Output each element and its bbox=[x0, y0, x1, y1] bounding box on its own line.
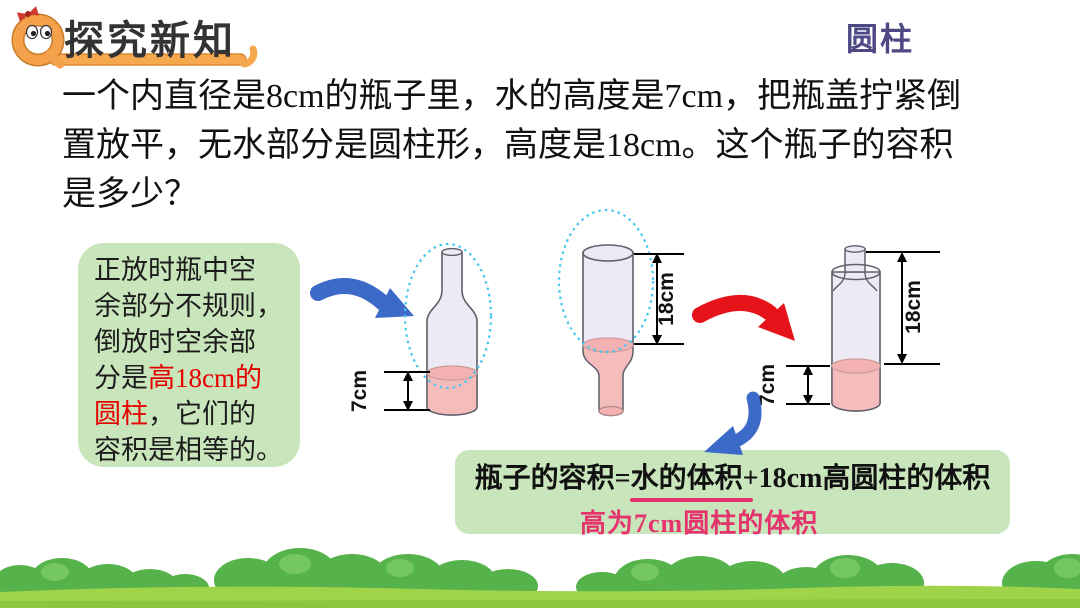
grass-base-shadow bbox=[0, 599, 1080, 608]
grass-decoration bbox=[0, 548, 1080, 608]
formula-underline bbox=[630, 498, 753, 502]
conclusion-box: 瓶子的容积=水的体积+18cm高圆柱的体积 高为7cm圆柱的体积 bbox=[455, 450, 1010, 538]
capacity-formula: 瓶子的容积=水的体积+18cm高圆柱的体积 bbox=[474, 463, 991, 494]
note-line: 余部分不规则， bbox=[94, 291, 283, 321]
air-height-label: 18cm bbox=[655, 272, 678, 326]
bow-icon bbox=[16, 6, 40, 22]
air-height-measure bbox=[866, 251, 940, 365]
problem-line-3: 是多少？ bbox=[62, 176, 198, 213]
blue-down-arrow-icon bbox=[704, 391, 762, 455]
red-right-arrow-icon bbox=[692, 295, 795, 341]
water-height-measure bbox=[384, 371, 430, 411]
note-line: 容积是相等的。 bbox=[94, 435, 283, 465]
figure-cylinder-model: 18cm 7cm bbox=[756, 245, 940, 412]
dotted-ellipse-empty-part bbox=[403, 242, 493, 390]
air-height-label: 18cm bbox=[902, 280, 925, 334]
formula-annotation: 高为7cm圆柱的体积 bbox=[580, 509, 819, 538]
water-height-label: 7cm bbox=[348, 370, 371, 412]
problem-text: 一个内直径是8cm的瓶子里，水的高度是7cm，把瓶盖拧紧倒 置放平，无水部分是圆… bbox=[62, 72, 1062, 219]
problem-line-2: 置放平，无水部分是圆柱形，高度是18cm。这个瓶子的容积 bbox=[62, 127, 954, 164]
explanation-box: 正放时瓶中空 余部分不规则， 倒放时空余部 分是高18cm的 圆柱，它们的 容积… bbox=[78, 243, 300, 467]
note-line: 圆柱，它们的 bbox=[94, 399, 256, 429]
blue-right-arrow-icon bbox=[310, 278, 414, 318]
problem-line-1: 一个内直径是8cm的瓶子里，水的高度是7cm，把瓶盖拧紧倒 bbox=[62, 78, 962, 115]
topic-label: 圆柱 bbox=[846, 21, 915, 57]
figure-upright-bottle: 7cm bbox=[348, 242, 493, 416]
figure-inverted-bottle: 18cm bbox=[557, 208, 684, 417]
bush-highlight bbox=[41, 554, 1080, 581]
water-height-label: 7cm bbox=[756, 364, 779, 406]
title-underline bbox=[49, 45, 258, 68]
header-art bbox=[11, 6, 258, 69]
note-line: 分是高18cm的 bbox=[94, 363, 262, 393]
dotted-ellipse-empty-part bbox=[557, 208, 655, 354]
note-line: 倒放时空余部 bbox=[94, 327, 256, 357]
note-line: 正放时瓶中空 bbox=[94, 255, 256, 285]
q-mascot-icon bbox=[11, 6, 65, 69]
page-title: 探究新知 bbox=[64, 18, 236, 63]
air-height-measure bbox=[634, 253, 684, 345]
